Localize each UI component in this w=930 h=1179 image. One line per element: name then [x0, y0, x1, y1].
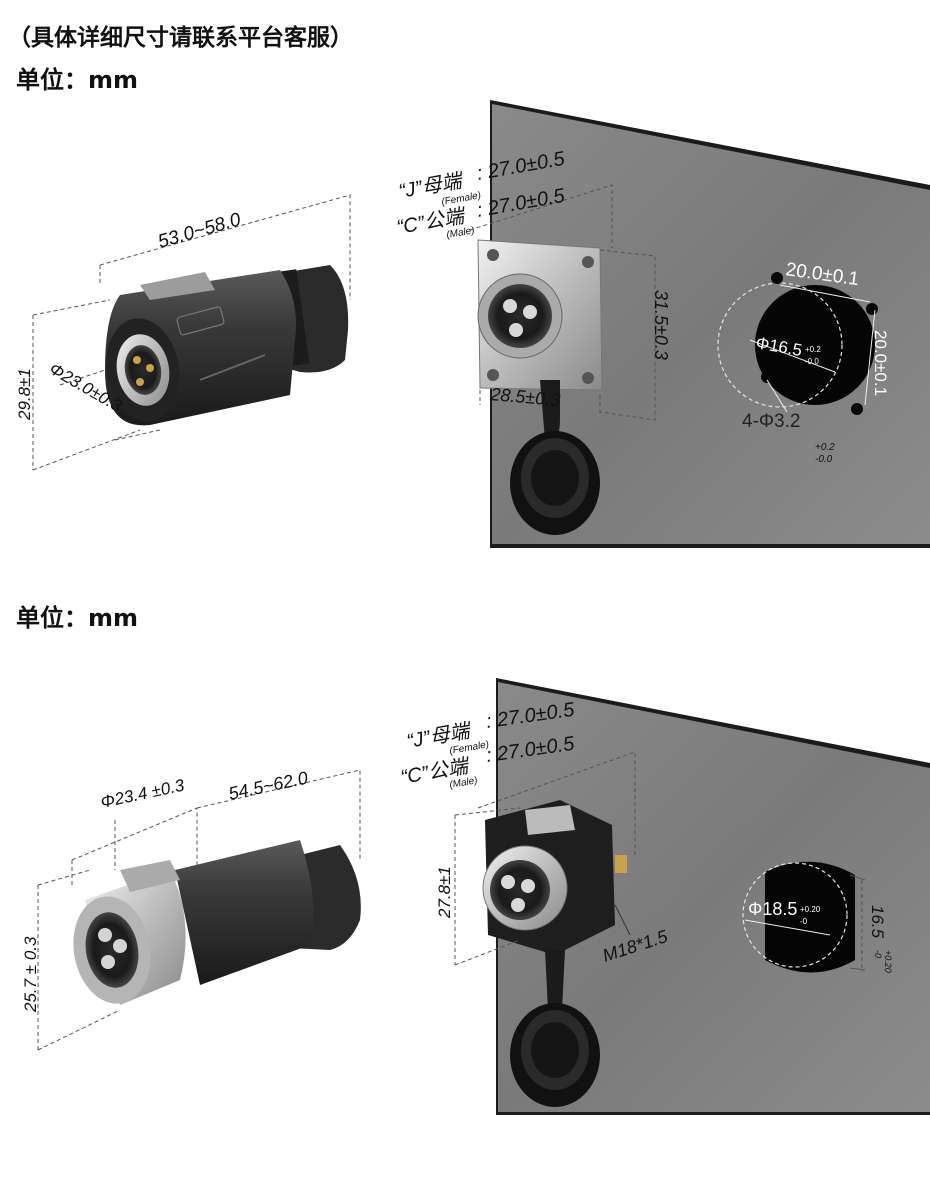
plug-length-dim-bottom: 54.5~62.0 — [227, 768, 310, 804]
plug-diameter-dim-bottom: Φ23.4 ±0.3 — [99, 776, 187, 812]
socket-height-guide-top — [599, 249, 656, 421]
straight-plug-bottom — [73, 840, 361, 1005]
cutout-diameter-bottom: Φ18.5 — [748, 899, 797, 919]
diameter-guide-top — [59, 369, 161, 441]
mounting-panel-bottom — [496, 678, 930, 1115]
flat-tol-minus: -0 — [873, 950, 883, 958]
length-guide-top — [99, 194, 351, 300]
cutout-tol-plus-bottom: +0.20 — [800, 905, 821, 914]
panel-cutout-bottom — [742, 861, 866, 973]
panel-cutout-top — [717, 272, 878, 415]
mount-tol-plus: +0.2 — [815, 442, 835, 453]
socket-height-dim-bottom: 27.8±1 — [435, 866, 454, 919]
socket-height-guide-bottom — [454, 807, 521, 966]
flat-tol-plus: +0.20 — [883, 950, 893, 973]
straight-plug-top — [105, 265, 349, 426]
mount-holes-dim: 4-Φ3.2 — [742, 411, 800, 432]
cutout-tol-minus-bottom: -0 — [800, 917, 808, 926]
length-guide-bottom — [114, 769, 361, 870]
socket-width-guide-top — [479, 390, 601, 415]
unit-label-top: 单位：mm — [16, 66, 139, 94]
height-guide-bottom — [37, 869, 121, 1051]
height-guide-top — [32, 299, 141, 471]
male-en-top: (Male) — [446, 225, 476, 241]
male-en-bottom: (Male) — [449, 775, 479, 791]
thread-leader — [614, 904, 631, 936]
plug-height-dim-top: 29.8±1 — [15, 368, 34, 421]
socket-height-dim-top: 31.5±0.3 — [651, 290, 671, 360]
hole-pitch-vertical: 20.0±0.1 — [871, 330, 890, 396]
cable-length-guide-top — [469, 184, 613, 248]
cutout-tol-minus-top: -0.0 — [805, 357, 819, 366]
unit-label-middle: 单位：mm — [16, 604, 139, 632]
panel-socket-bottom — [482, 800, 627, 1107]
cutout-tol-plus-top: +0.2 — [805, 345, 821, 354]
mounting-panel-top — [490, 100, 930, 548]
plug-height-dim-bottom: 25.7 ± 0.3 — [21, 936, 40, 1013]
flat-width-dim: 16.5 — [868, 905, 887, 939]
plug-length-dim-top: 53.0~58.0 — [156, 209, 244, 253]
mount-tol-minus: -0.0 — [815, 454, 833, 465]
note-title: （具体详细尺寸请联系平台客服） — [8, 25, 353, 51]
panel-socket-top — [477, 239, 603, 535]
